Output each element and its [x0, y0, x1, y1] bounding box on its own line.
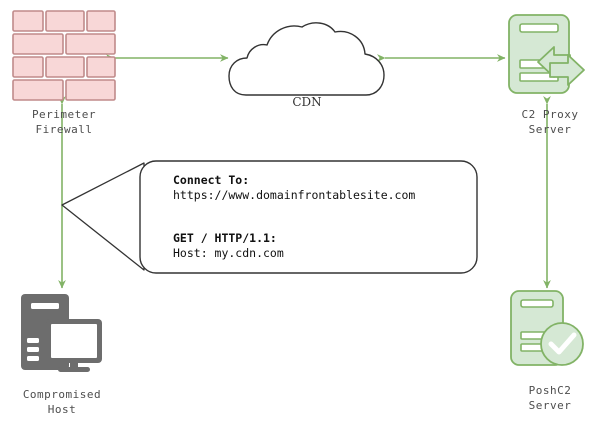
callout-connect-to-value: https://www.domainfrontablesite.com: [173, 188, 416, 202]
callout-bubble[interactable]: [60, 155, 480, 280]
proxy-server-icon: [508, 14, 585, 94]
server-check-icon: [510, 290, 584, 366]
c2-proxy-server-label: C2 Proxy Server: [521, 108, 579, 136]
desktop-computer-icon: [21, 294, 102, 372]
callout-tail: [61, 162, 145, 271]
perimeter-firewall-label: Perimeter Firewall: [31, 108, 97, 136]
c2-proxy-server[interactable]: [508, 12, 588, 96]
cdn[interactable]: [228, 18, 386, 98]
cloud-icon: [228, 22, 385, 96]
callout-request-label: GET / HTTP/1.1:: [173, 231, 277, 245]
perimeter-firewall[interactable]: [12, 10, 116, 102]
compromised-host[interactable]: [20, 292, 102, 374]
callout-body: [139, 160, 478, 274]
poshc2-server-label: PoshC2 Server: [528, 384, 572, 412]
callout-request-value: Host: my.cdn.com: [173, 246, 284, 260]
cdn-label: CDN: [292, 95, 322, 109]
callout-connect-to-label: Connect To:: [173, 173, 250, 187]
poshc2-server[interactable]: [510, 288, 590, 368]
compromised-host-label: Compromised Host: [22, 388, 102, 416]
brick-wall-icon: [12, 10, 116, 101]
